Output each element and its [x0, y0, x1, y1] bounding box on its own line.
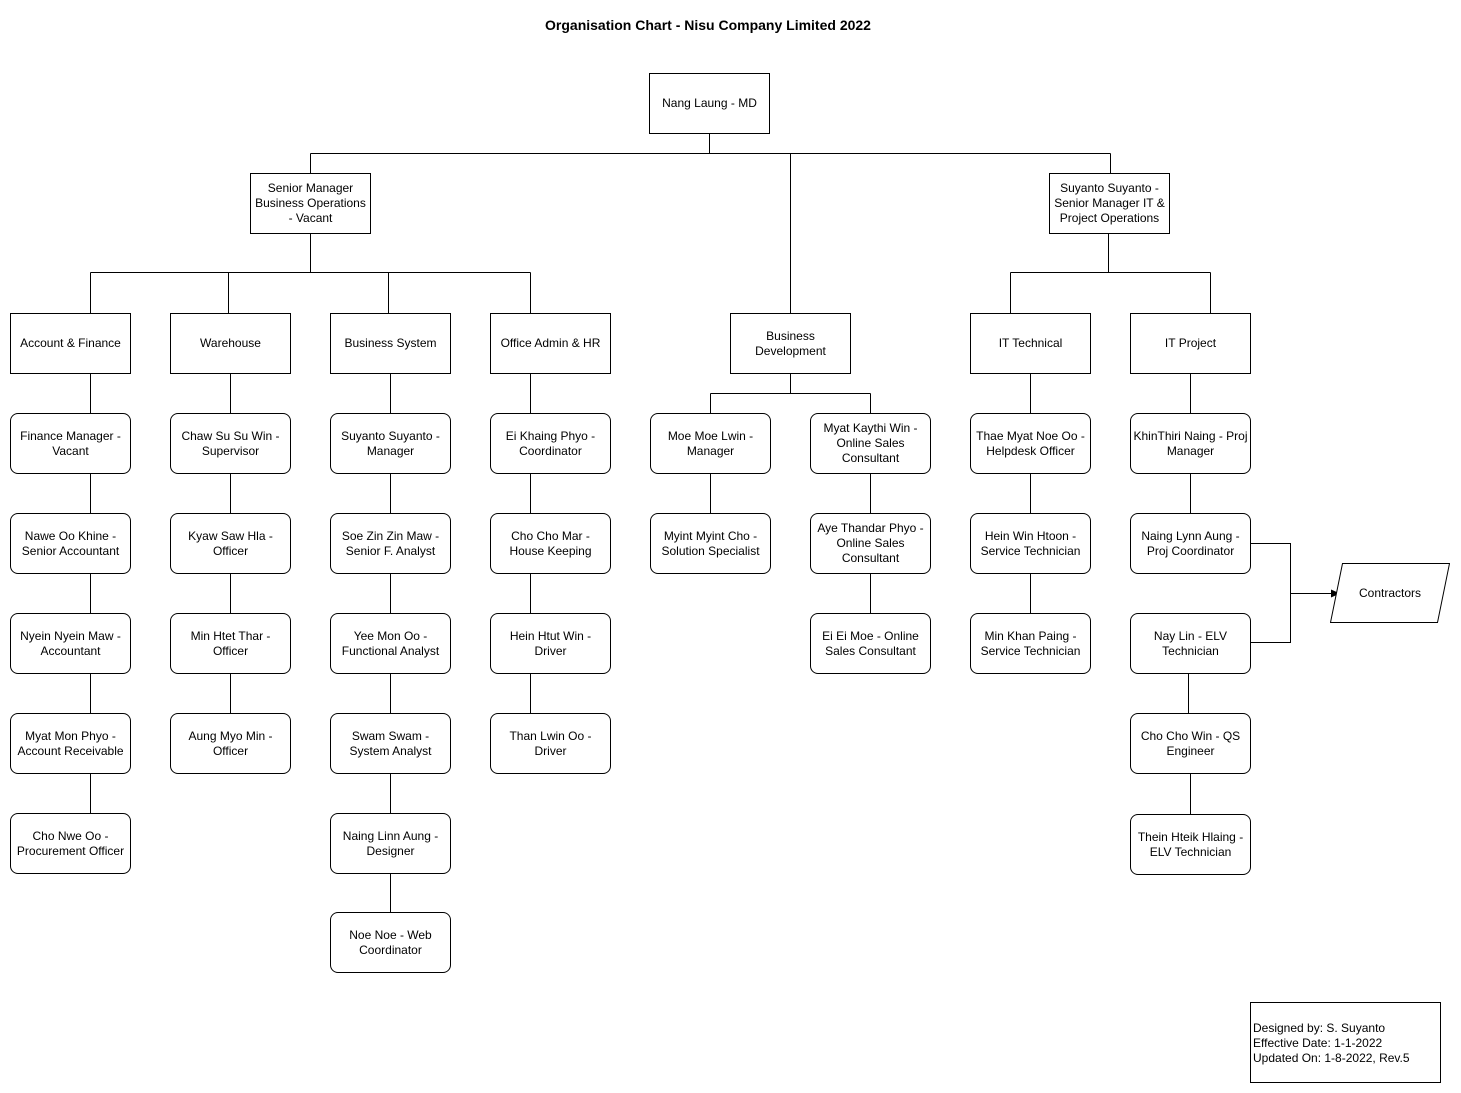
staff-node: Ei Khaing Phyo - Coordinator — [490, 413, 611, 474]
staff-node: Soe Zin Zin Maw - Senior F. Analyst — [330, 513, 451, 574]
staff-node: Hein Win Htoon - Service Technician — [970, 513, 1091, 574]
staff-node: Kyaw Saw Hla - Officer — [170, 513, 291, 574]
dept-it-technical: IT Technical — [970, 313, 1091, 374]
staff-node: Yee Mon Oo - Functional Analyst — [330, 613, 451, 674]
updated-on: Updated On: 1-8-2022, Rev.5 — [1253, 1051, 1410, 1065]
dept-business-system: Business System — [330, 313, 451, 374]
dept-office-admin-hr: Office Admin & HR — [490, 313, 611, 374]
staff-node: Myat Kaythi Win - Online Sales Consultan… — [810, 413, 931, 474]
effective-date: Effective Date: 1-1-2022 — [1253, 1036, 1383, 1050]
staff-node: Thae Myat Noe Oo - Helpdesk Officer — [970, 413, 1091, 474]
staff-node: Cho Nwe Oo - Procurement Officer — [10, 813, 131, 874]
dept-account-finance: Account & Finance — [10, 313, 131, 374]
staff-node: Nay Lin - ELV Technician — [1130, 613, 1251, 674]
staff-node: Swam Swam - System Analyst — [330, 713, 451, 774]
staff-node: Ei Ei Moe - Online Sales Consultant — [810, 613, 931, 674]
staff-node: Moe Moe Lwin - Manager — [650, 413, 771, 474]
staff-node: Than Lwin Oo - Driver — [490, 713, 611, 774]
staff-node: Min Khan Paing - Service Technician — [970, 613, 1091, 674]
staff-node: Aung Myo Min - Officer — [170, 713, 291, 774]
staff-node: Cho Cho Win - QS Engineer — [1130, 713, 1251, 774]
node-md: Nang Laung - MD — [649, 73, 770, 134]
staff-node: KhinThiri Naing - Proj Manager — [1130, 413, 1251, 474]
staff-node: Nawe Oo Khine - Senior Accountant — [10, 513, 131, 574]
designed-by: Designed by: S. Suyanto — [1253, 1021, 1386, 1035]
staff-node: Myat Mon Phyo - Account Receivable — [10, 713, 131, 774]
staff-node: Suyanto Suyanto - Manager — [330, 413, 451, 474]
staff-node: Myint Myint Cho - Solution Specialist — [650, 513, 771, 574]
node-senior-manager-it-project: Suyanto Suyanto - Senior Manager IT & Pr… — [1049, 173, 1170, 234]
staff-node: Chaw Su Su Win - Supervisor — [170, 413, 291, 474]
staff-node: Cho Cho Mar - House Keeping — [490, 513, 611, 574]
staff-node: Nyein Nyein Maw - Accountant — [10, 613, 131, 674]
staff-node: Min Htet Thar - Officer — [170, 613, 291, 674]
chart-title: Organisation Chart - Nisu Company Limite… — [545, 17, 871, 33]
staff-node: Hein Htut Win - Driver — [490, 613, 611, 674]
contractors-node: Contractors — [1330, 563, 1450, 623]
dept-it-project: IT Project — [1130, 313, 1251, 374]
dept-business-development: Business Development — [730, 313, 851, 374]
parallelogram-shape — [1330, 563, 1450, 623]
staff-node: Aye Thandar Phyo - Online Sales Consulta… — [810, 513, 931, 574]
node-senior-manager-business-operations: Senior Manager Business Operations - Vac… — [250, 173, 371, 234]
staff-node: Thein Hteik Hlaing - ELV Technician — [1130, 814, 1251, 875]
contractors-label: Contractors — [1358, 586, 1422, 600]
dept-warehouse: Warehouse — [170, 313, 291, 374]
staff-node: Noe Noe - Web Coordinator — [330, 912, 451, 973]
staff-node: Naing Lynn Aung - Proj Coordinator — [1130, 513, 1251, 574]
footer-info-box: Designed by: S. Suyanto Effective Date: … — [1250, 1002, 1441, 1083]
staff-node: Naing Linn Aung - Designer — [330, 813, 451, 874]
staff-node: Finance Manager - Vacant — [10, 413, 131, 474]
